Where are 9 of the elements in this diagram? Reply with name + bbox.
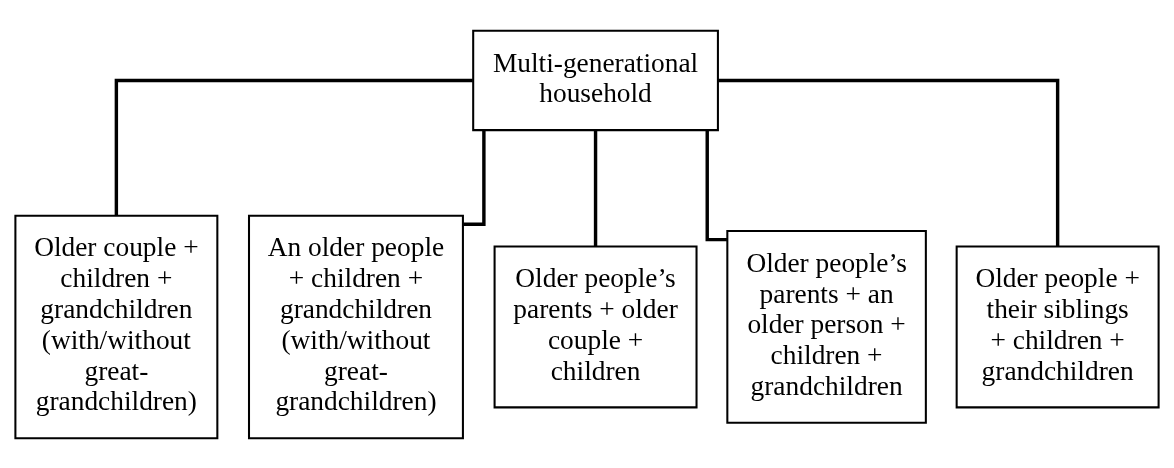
node-box: Multi-generational household: [472, 29, 719, 131]
connector: [114, 78, 473, 215]
node-box: An older people + children + grandchildren (with/without great-grandchildren): [247, 214, 464, 439]
node-box: Older people’s parents + older couple + children: [493, 244, 698, 408]
connector: [593, 129, 598, 246]
connector: [718, 78, 1060, 246]
node-box: Older people + their siblings + children + grandchildren: [955, 244, 1160, 408]
node-box: Older couple + children + grandchildren (with/without great-grandchildren): [14, 214, 219, 439]
node-box: Older people’s parents + an older person + children + grandchildren: [726, 229, 927, 424]
